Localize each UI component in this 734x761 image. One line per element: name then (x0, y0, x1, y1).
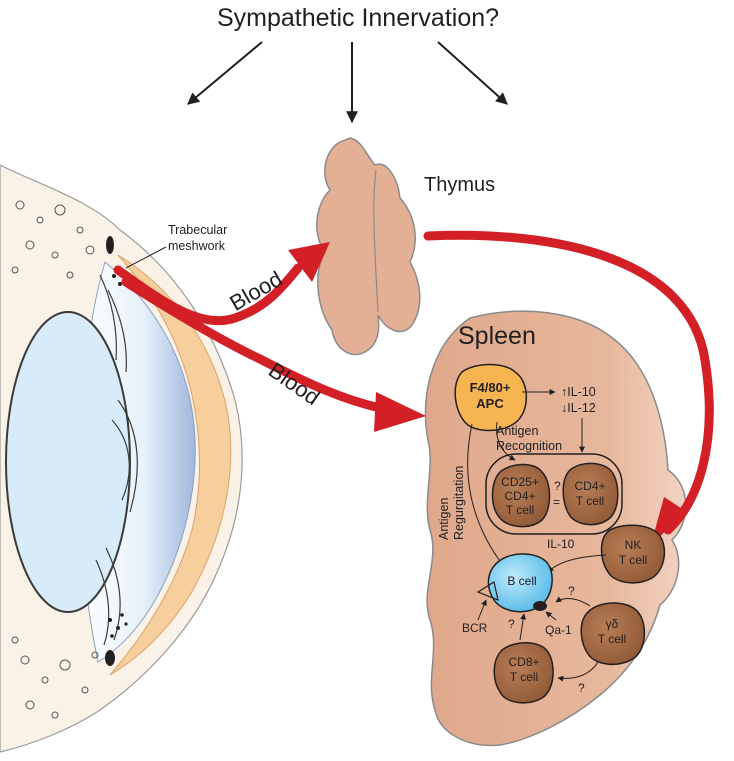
iris-texture (95, 274, 138, 646)
trabecular-label-line1: Trabecular (168, 223, 227, 237)
thymus-lobe-divider (373, 169, 379, 313)
thymus-label: Thymus (424, 174, 495, 196)
treg-label-line3: T cell (506, 503, 534, 517)
b-cell-label: B cell (507, 574, 536, 588)
antigen-recognition-arrow (496, 421, 516, 461)
qa1-molecule (533, 601, 547, 611)
thymus-organ (316, 137, 421, 356)
cd8-bcell-question: ? (508, 617, 515, 631)
apc-label-line2: APC (476, 396, 504, 411)
gd-to-bcell-arrow (555, 596, 591, 607)
bcr-receptor (476, 581, 499, 601)
cd4-cell: CD4+ T cell (562, 462, 619, 526)
gd-tcell: γδ T cell (580, 602, 646, 666)
eye-illustration (0, 164, 243, 753)
antigen-regurgitation-arrow (467, 423, 506, 569)
nk-label-line1: NK (625, 538, 642, 552)
innervation-arrow-eye (187, 41, 263, 105)
cd8-tcell-shape (493, 642, 554, 704)
antigen-regurgitation-line2: Regurgitation (452, 466, 466, 540)
qa1-pointer (545, 611, 557, 621)
apc-cell: F4/80+ APC (454, 363, 527, 432)
thymus-shape (316, 137, 421, 356)
cd8-tcell: CD8+ T cell (493, 642, 554, 704)
cd8-tcell-label-line1: CD8+ (508, 655, 539, 669)
cd4-shape (562, 462, 619, 526)
blood-arrow-to-spleen (121, 277, 385, 413)
bcr-label: BCR (462, 621, 488, 635)
treg-label-line2: CD4+ (504, 489, 535, 503)
blood-arrows (113, 230, 714, 548)
qa1-label: Qa-1 (545, 623, 572, 637)
innervation-arrow-spleen (437, 41, 508, 105)
blood-arrowhead-spleen (374, 392, 426, 432)
cd4-label-line2: T cell (576, 494, 604, 508)
cornea-band (109, 254, 232, 676)
il12-down-label: ↓IL-12 (561, 401, 596, 415)
gd-tcell-label-line2: T cell (598, 632, 626, 646)
bcr-pointer (477, 599, 487, 621)
b-cell: B cell (476, 553, 553, 613)
treg-cd4-equals: = (553, 495, 560, 509)
tcell-group-box (485, 453, 623, 535)
treg-cd4-question: ? (554, 479, 561, 493)
trabecular-label-line2: meshwork (168, 239, 226, 253)
diagram-title: Sympathetic Innervation? (217, 4, 499, 32)
apc-label-line1: F4/80+ (470, 380, 511, 395)
innervation-arrows (187, 41, 508, 124)
antigen-recognition-line1: Antigen (496, 424, 538, 438)
gd-bcell-question: ? (568, 584, 575, 598)
il10-label: IL-10 (547, 537, 575, 551)
tissue-speckles (11, 200, 99, 719)
treg-cell: CD25+ CD4+ T cell (491, 463, 551, 528)
nk-label-line2: T cell (619, 553, 647, 567)
blood-arrow-thymus-to-nk (423, 230, 714, 535)
cd8-to-bcell-arrow (519, 613, 527, 641)
nk-shape (600, 524, 666, 584)
blood-arrowhead-thymus (288, 242, 330, 282)
apc-shape (454, 363, 527, 432)
il10-up-label: ↑IL-10 (561, 385, 596, 399)
gd-cd8-question: ? (578, 681, 585, 695)
treg-shape (491, 463, 551, 528)
antigen-recognition-line2: Recognition (496, 439, 562, 453)
antigen-regurgitation-line1: Antigen (437, 498, 451, 540)
lens (5, 311, 131, 613)
nk-cell: NK T cell (600, 524, 666, 584)
cd8-tcell-label-line2: T cell (510, 670, 538, 684)
gd-tcell-label-line1: γδ (606, 617, 619, 631)
spleen-label: Spleen (458, 322, 536, 350)
blood-label-lower: Blood (264, 357, 324, 410)
gd-tcell-shape (580, 602, 646, 666)
treg-label-line1: CD25+ (501, 475, 539, 489)
trabecular-pointer (125, 246, 167, 269)
gd-to-cd8-arrow (557, 661, 599, 682)
cd4-label-line1: CD4+ (574, 479, 605, 493)
